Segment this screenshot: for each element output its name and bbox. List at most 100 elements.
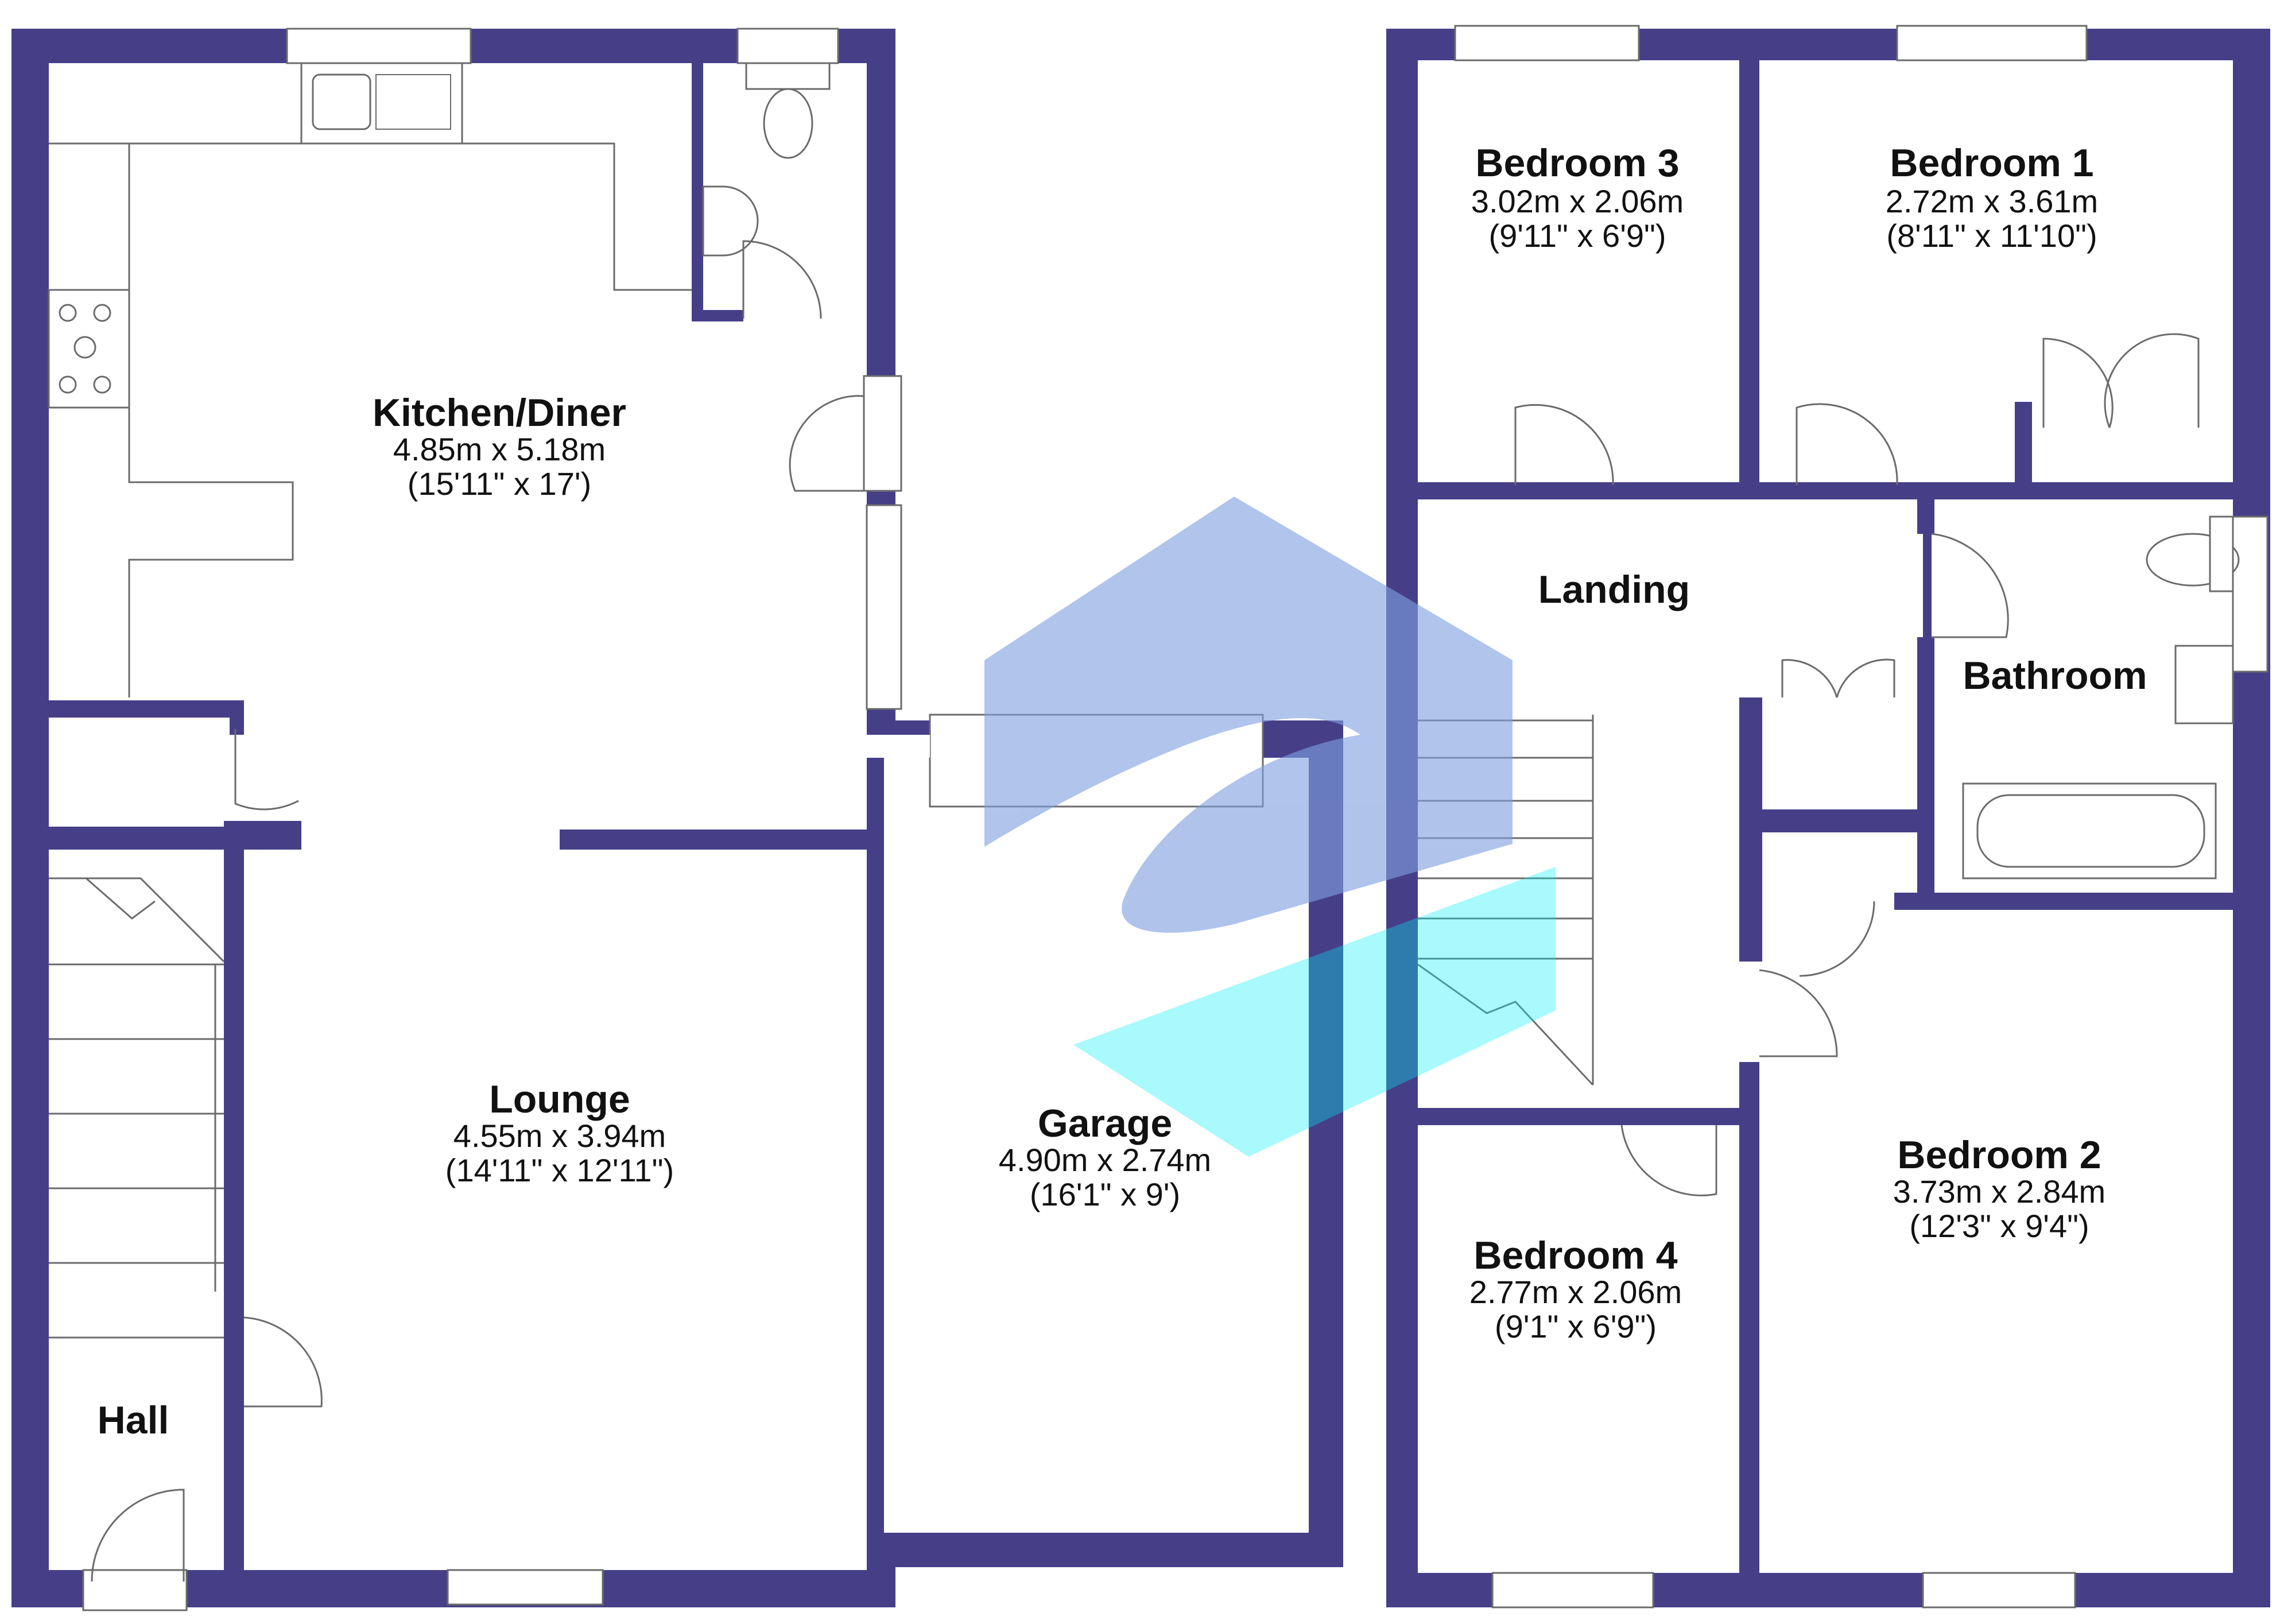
bedroom4-name: Bedroom 4	[1473, 1234, 1677, 1277]
toilet-cistern-icon	[745, 62, 831, 90]
logo-wedge-shape	[1073, 867, 1556, 1157]
bathtub-inner-icon	[1976, 794, 2205, 868]
utility-wall-right	[230, 700, 244, 735]
hob-ring-icon	[93, 304, 111, 322]
bed1-landing-wall	[1759, 482, 1794, 499]
lounge-metric: 4.55m x 3.94m	[453, 1118, 666, 1154]
ground-stairs	[49, 877, 225, 1339]
bedroom1-imperial: (8'11" x 11'10")	[1886, 218, 2097, 254]
wardrobe-wall	[2015, 402, 2032, 482]
bed2-door-icon	[1759, 969, 1838, 1057]
stairs-floor	[49, 850, 224, 1343]
bed1-landing-wall2	[1909, 482, 2236, 499]
utility-door-icon	[234, 729, 299, 811]
garage-metric: 4.90m x 2.74m	[999, 1142, 1211, 1178]
front-door-swing-icon	[91, 1489, 185, 1582]
front-door-opening	[82, 1569, 188, 1611]
stairs-top-wall	[49, 827, 227, 850]
kitchen-side-window	[866, 504, 902, 710]
hall-lounge-door-icon	[243, 1316, 323, 1408]
bedroom4-metric: 2.77m x 2.06m	[1469, 1274, 1682, 1310]
bedroom3-name: Bedroom 3	[1475, 141, 1679, 185]
bath-basin-icon	[2174, 645, 2234, 724]
room-labels: Kitchen/Diner 4.85m x 5.18m (15'11" x 17…	[98, 141, 2147, 1442]
bathroom-door-icon	[1931, 533, 2009, 638]
bed1-door-icon	[1796, 403, 1898, 486]
bed1-window	[1896, 25, 2088, 61]
bed4-window	[1491, 1572, 1654, 1609]
bathtub-icon	[1962, 782, 2217, 879]
hall-name: Hall	[98, 1398, 169, 1442]
hob-ring-icon	[73, 336, 96, 359]
kitchen-window	[286, 28, 472, 64]
bed4-wall-top	[1418, 1108, 1616, 1125]
bathroom-name: Bathroom	[1963, 654, 2147, 697]
cupboard2-door-icon	[1799, 901, 1875, 977]
hob-ring-icon	[59, 304, 77, 322]
cupboard-wall-mid	[1759, 809, 1926, 832]
bedroom2-name: Bedroom 2	[1897, 1133, 2101, 1177]
kitchen-name: Kitchen/Diner	[373, 391, 626, 435]
lounge-wall-right	[560, 830, 867, 850]
watermark-logo	[984, 497, 1556, 1157]
kitchen-lounge-opening	[301, 827, 560, 852]
bathroom-wall-left2	[1917, 637, 1934, 896]
bathroom-window	[2232, 516, 2269, 673]
bedroom3-metric: 3.02m x 2.06m	[1471, 183, 1684, 219]
bathroom-wall-left	[1917, 499, 1934, 534]
toilet-bowl-icon	[763, 88, 813, 159]
bed3-door-icon	[1514, 404, 1614, 486]
bedroom4-imperial: (9'1" x 6'9")	[1495, 1308, 1657, 1344]
bedroom1-name: Bedroom 1	[1890, 141, 2093, 185]
first-floor	[1386, 25, 2270, 1609]
bedroom3-imperial: (9'11" x 6'9")	[1488, 218, 1666, 254]
stairs-wall	[227, 821, 244, 1306]
bed2-wall	[1739, 1062, 1759, 1573]
wc-wall-bottom	[692, 310, 743, 321]
sink-icon	[300, 62, 463, 145]
wardrobe-door-icon	[2042, 333, 2200, 428]
garage-imperial: (16'1" x 9')	[1030, 1176, 1180, 1212]
side-door-swing-icon	[789, 395, 864, 492]
utility-cupboard-floor	[49, 718, 235, 827]
utility-wall-top	[49, 700, 244, 718]
drainer-icon	[375, 74, 451, 130]
bedroom4-floor	[1418, 1125, 1739, 1573]
bed2-window	[1922, 1572, 2076, 1609]
bed4-wall-top2	[1719, 1108, 1739, 1125]
hall-floor	[49, 1343, 224, 1570]
bathroom-wall-bottom	[1894, 893, 2236, 910]
lounge-window	[447, 1569, 604, 1606]
wc-window	[736, 28, 839, 64]
logo-hexagon-shape	[984, 497, 1513, 933]
hob-icon	[48, 289, 130, 409]
wc-basin-icon	[702, 185, 759, 257]
ground-floor	[11, 28, 1343, 1611]
bath-cistern-icon	[2209, 516, 2234, 592]
lounge-name: Lounge	[489, 1078, 630, 1121]
hob-ring-icon	[93, 375, 111, 394]
airing-cupboard-door-icon	[1781, 658, 1895, 698]
hob-ring-icon	[59, 375, 77, 394]
garage-door-gap	[867, 735, 930, 758]
bedroom3-floor	[1418, 60, 1739, 482]
bed4-door-icon	[1620, 1125, 1717, 1196]
garage-name: Garage	[1038, 1102, 1172, 1145]
bed3-landing-wall	[1418, 482, 1510, 499]
sink-bowl-icon	[312, 73, 371, 130]
b3-b1-wall	[1739, 60, 1759, 488]
lounge-imperial: (14'11" x 12'11")	[445, 1152, 674, 1188]
bedroom1-metric: 2.72m x 3.61m	[1886, 183, 2098, 219]
bedroom2-imperial: (12'3" x 9'4")	[1909, 1208, 2089, 1244]
kitchen-imperial: (15'11" x 17')	[408, 466, 591, 502]
bedroom2-metric: 3.73m x 2.84m	[1893, 1173, 2105, 1210]
bedroom1-floor	[1759, 60, 2233, 482]
bedroom2-floor	[1759, 907, 2233, 1573]
side-door-opening	[863, 375, 902, 492]
wc-wall	[692, 63, 703, 321]
cupboard-floor	[1759, 700, 1917, 815]
hall-wall	[227, 1418, 244, 1579]
cupboard-wall	[1739, 697, 1762, 962]
landing-name: Landing	[1538, 568, 1690, 611]
